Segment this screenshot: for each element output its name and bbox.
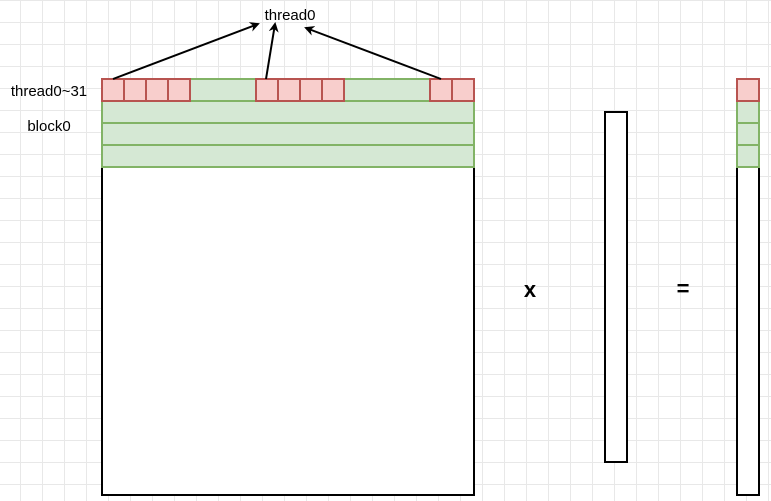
- result-row-3: [736, 144, 760, 168]
- thread-cells: [101, 78, 475, 102]
- thread-cell: [321, 78, 345, 102]
- matrix-a-row-1: [101, 100, 475, 124]
- thread-cell: [451, 78, 475, 102]
- thread-cell: [277, 78, 301, 102]
- arrow-middle: [265, 22, 279, 80]
- result-thread-cell: [736, 78, 760, 102]
- thread-cell: [299, 78, 323, 102]
- thread-cell: [167, 78, 191, 102]
- arrow-left: [112, 22, 260, 80]
- thread-cell: [145, 78, 169, 102]
- result-row-2: [736, 122, 760, 146]
- equals-operator: =: [677, 276, 690, 301]
- arrow-right: [304, 26, 442, 80]
- thread-cell: [255, 78, 279, 102]
- thread-cell: [429, 78, 453, 102]
- block0-label: block0: [27, 118, 70, 135]
- matrix-a-row-3: [101, 144, 475, 168]
- multiply-operator: x: [524, 277, 537, 302]
- thread-cell: [123, 78, 147, 102]
- matrix-a-row-2: [101, 122, 475, 146]
- thread0-label: thread0: [265, 7, 316, 24]
- thread-cell: [101, 78, 125, 102]
- thread-range-label: thread0~31: [11, 83, 87, 100]
- result-row-1: [736, 100, 760, 124]
- vector-x: [604, 111, 628, 463]
- thread-arrows: [112, 22, 442, 80]
